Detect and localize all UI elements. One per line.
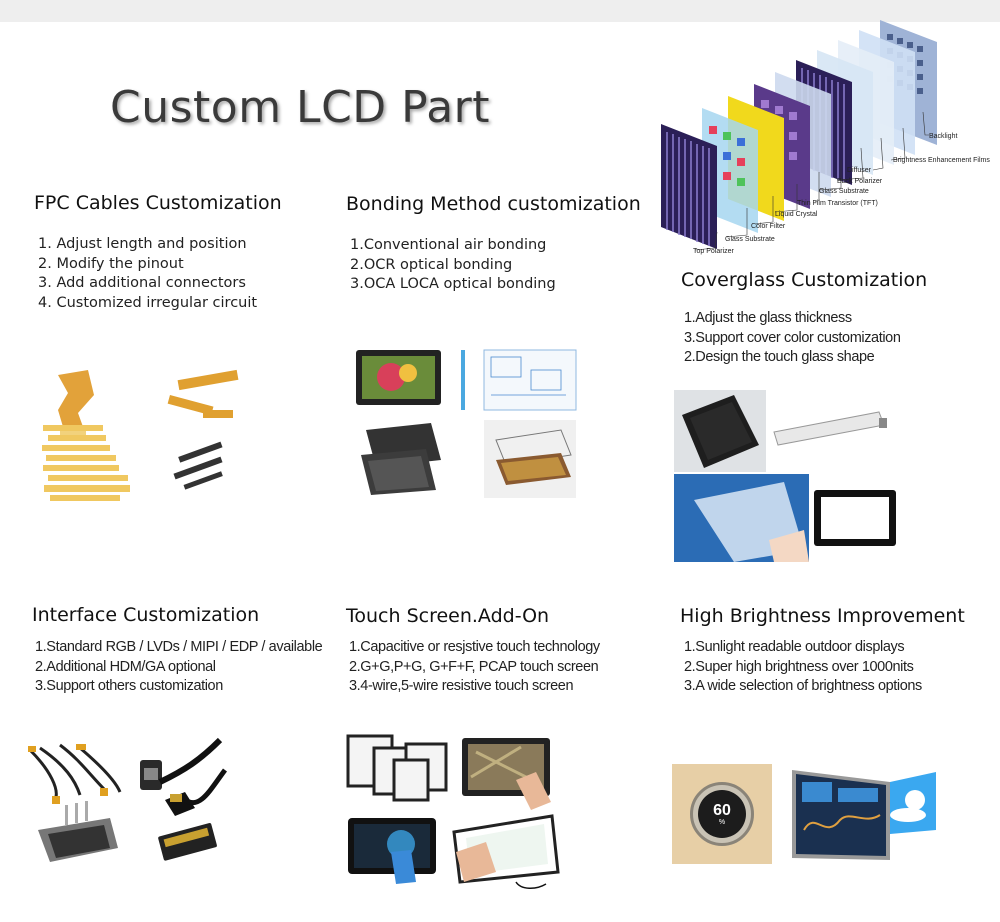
touch-list: 1.Capacitive or resjstive touch technolo…: [349, 638, 600, 697]
list-item: 3.A wide selection of brightness options: [684, 678, 922, 694]
list-item: 1.Conventional air bonding: [350, 237, 547, 253]
list-item: 2. Modify the pinout: [38, 255, 184, 272]
layer-label: Back Polarizer: [837, 178, 883, 185]
touch-screens-image: [346, 734, 560, 889]
list-item: 1. Adjust length and position: [38, 236, 247, 252]
bonding-title: Bonding Method customization: [346, 193, 641, 215]
layer-label: Top Polarizer: [693, 248, 735, 255]
brightness-list: 1.Sunlight readable outdoor displays 2.S…: [684, 638, 922, 697]
interface-list: 1.Standard RGB / LVDs / MIPI / EDP / ava…: [35, 638, 323, 697]
layer-label: Liquid Crystal: [775, 211, 818, 218]
thermostat-reading: 60: [713, 802, 731, 819]
list-item: 1.Standard RGB / LVDs / MIPI / EDP / ava…: [35, 639, 323, 655]
coverglass-list: 1.Adjust the glass thickness 3.Support c…: [684, 309, 901, 368]
fpc-cables-image: [42, 369, 239, 501]
list-item: 3.4-wire,5-wire resistive touch screen: [349, 678, 574, 694]
layer-label: Glass Substrate: [819, 188, 869, 195]
interface-title: Interface Customization: [32, 604, 260, 626]
touch-title: Touch Screen.Add-On: [346, 605, 550, 627]
interface-connectors-image: [28, 737, 228, 862]
list-item: 4. Customized irregular circuit: [38, 294, 258, 311]
high-brightness-display-image: [792, 770, 936, 860]
list-item: 1.Adjust the glass thickness: [684, 310, 852, 326]
list-item: 2.Super high brightness over 1000nits: [684, 658, 914, 675]
layer-label: Backlight: [929, 133, 957, 140]
list-item: 2.G+G,P+G, G+F+F, PCAP touch screen: [349, 658, 599, 675]
list-item: 1.Capacitive or resjstive touch technolo…: [349, 639, 600, 655]
thermostat-unit: %: [718, 819, 726, 826]
page-title: Custom LCD Part: [110, 82, 491, 133]
layer-label: Diffuser: [847, 167, 872, 174]
fpc-list: 1. Adjust length and position 2. Modify …: [38, 235, 257, 313]
layer-label: Glass Substrate: [725, 236, 775, 243]
list-item: 3.Support others customization: [35, 678, 223, 694]
thermostat-image: 60 %: [672, 764, 772, 864]
bonding-list: 1.Conventional air bonding 2.OCR optical…: [350, 236, 556, 295]
fpc-title: FPC Cables Customization: [34, 192, 282, 214]
list-item: 2.Design the touch glass shape: [684, 349, 875, 365]
brightness-title: High Brightness Improvement: [680, 605, 965, 627]
thermostat-dial: 60 %: [698, 790, 746, 838]
bonding-image: [356, 349, 577, 498]
top-polarizer-layer: [661, 124, 717, 249]
list-item: 3.Support cover color customization: [684, 329, 901, 346]
list-item: 2.Additional HDM/GA optional: [35, 658, 216, 675]
top-bar: [0, 0, 1000, 22]
layer-label: Color Filter: [751, 223, 786, 230]
list-item: 2.OCR optical bonding: [350, 256, 513, 273]
layer-label: Thin Film Transistor (TFT): [797, 200, 878, 207]
coverglass-title: Coverglass Customization: [681, 269, 928, 291]
list-item: 1.Sunlight readable outdoor displays: [684, 639, 905, 655]
lcd-layers-diagram: Backlight Brightness Enhancement Films D…: [661, 20, 990, 255]
list-item: 3. Add additional connectors: [38, 275, 246, 291]
layer-label: Brightness Enhancement Films: [893, 157, 990, 164]
list-item: 3.OCA LOCA optical bonding: [350, 276, 556, 292]
coverglass-image: [674, 390, 910, 562]
